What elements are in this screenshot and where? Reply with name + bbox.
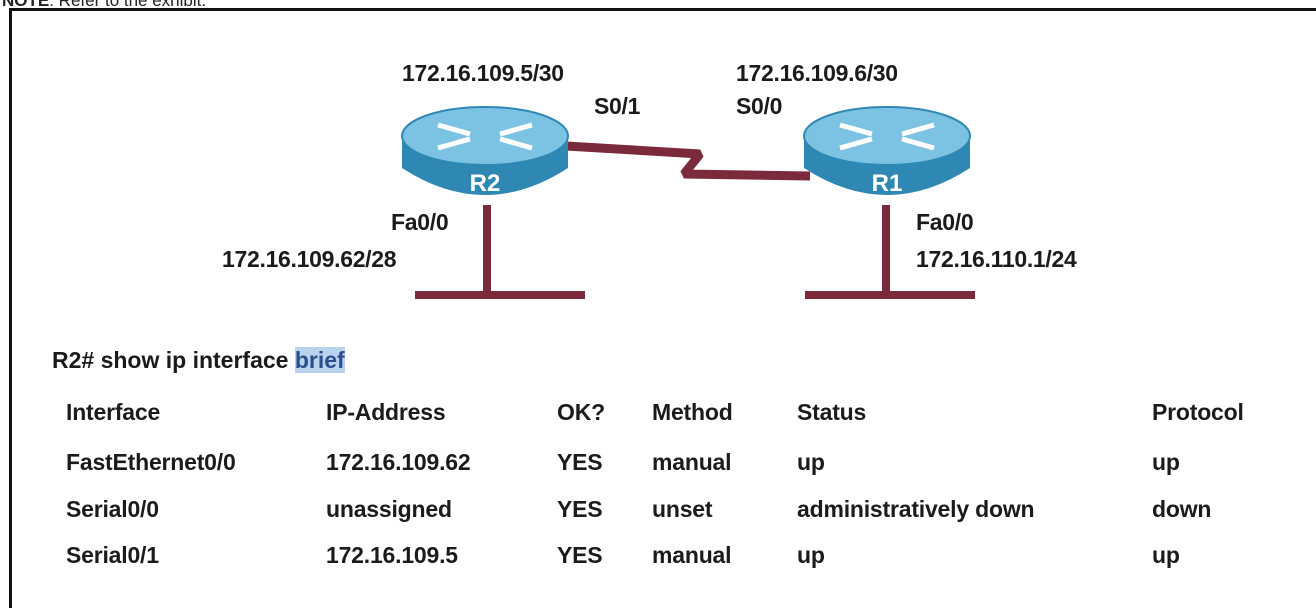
r2-lan-ip: 172.16.109.62/28 xyxy=(222,246,397,272)
exhibit-frame xyxy=(9,8,1316,608)
col-header-interface: Interface xyxy=(66,399,161,425)
col-header-status: Status xyxy=(797,399,867,425)
r1-lan-ip: 172.16.110.1/24 xyxy=(916,246,1077,272)
table-row-2-method: manual xyxy=(652,542,732,568)
col-header-ok: OK? xyxy=(557,399,605,425)
table-row-2-ip: 172.16.109.5 xyxy=(326,542,458,568)
table-row-1-status: administratively down xyxy=(797,496,1035,522)
cli-command: R2# show ip interface brief xyxy=(52,347,345,374)
table-row-2-ok: YES xyxy=(557,542,603,568)
table-row-1-ok: YES xyxy=(557,496,603,522)
r2-lan-interface: Fa0/0 xyxy=(391,209,449,235)
table-row-0-ip: 172.16.109.62 xyxy=(326,449,471,475)
table-row-1-interface: Serial0/0 xyxy=(66,496,159,522)
serial-link xyxy=(565,141,811,181)
table-row-2-status: up xyxy=(797,542,825,568)
table-row-0-interface: FastEthernet0/0 xyxy=(66,449,236,475)
router-r2-icon: R2 xyxy=(401,106,569,197)
table-row-0-protocol: up xyxy=(1152,449,1180,475)
cli-highlighted-word: brief xyxy=(294,347,345,373)
table-row-0-status: up xyxy=(797,449,825,475)
cli-prompt: R2# show ip interface xyxy=(52,347,295,373)
router-r1-label: R1 xyxy=(872,170,903,197)
table-row-0-method: manual xyxy=(652,449,732,475)
col-header-ip-address: IP-Address xyxy=(326,399,446,425)
router-r1-icon: R1 xyxy=(803,106,971,197)
r1-serial-interface: S0/0 xyxy=(736,93,783,119)
table-row-1-ip: unassigned xyxy=(326,496,452,522)
r1-lan-interface: Fa0/0 xyxy=(916,209,974,235)
table-row-2-interface: Serial0/1 xyxy=(66,542,159,568)
table-row-1-method: unset xyxy=(652,496,713,522)
table-row-0-ok: YES xyxy=(557,449,603,475)
router-r2-label: R2 xyxy=(470,170,501,197)
table-row-1-protocol: down xyxy=(1152,496,1212,522)
r1-serial-ip: 172.16.109.6/30 xyxy=(736,60,898,86)
r2-serial-ip: 172.16.109.5/30 xyxy=(402,60,564,86)
exhibit-note: NOTE: Refer to the exhibit. xyxy=(2,0,207,10)
table-row-2-protocol: up xyxy=(1152,542,1180,568)
col-header-method: Method xyxy=(652,399,733,425)
col-header-protocol: Protocol xyxy=(1152,399,1244,425)
r2-serial-interface: S0/1 xyxy=(594,93,641,119)
